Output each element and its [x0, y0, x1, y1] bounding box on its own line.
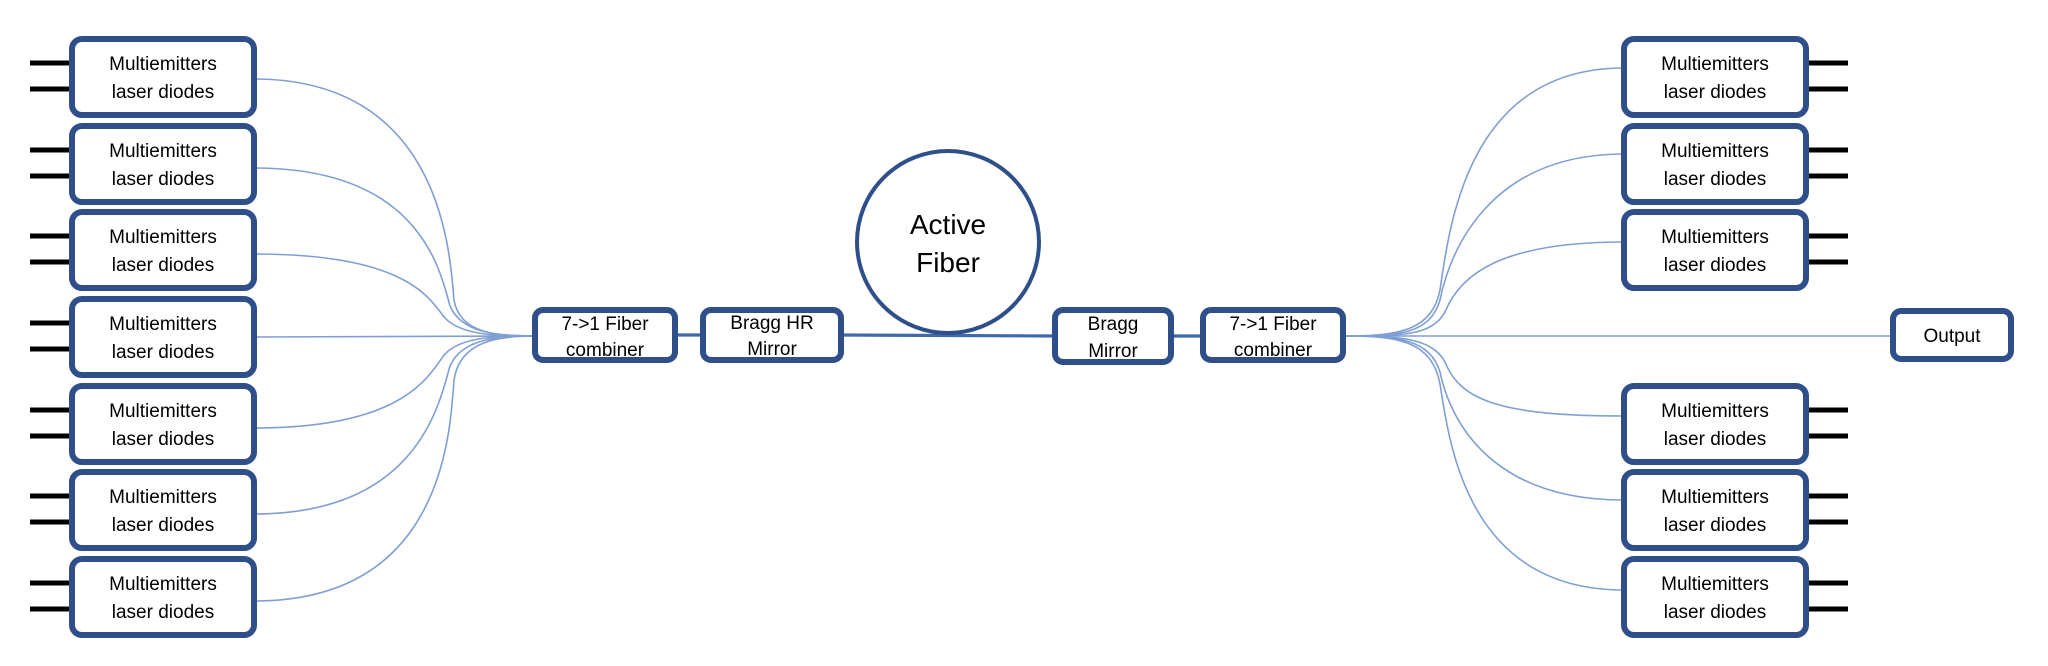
diode-label-line1: Multiemitters: [109, 401, 217, 422]
right-pump-fibers: [1345, 67, 1625, 591]
mirror-label-line2: Mirror: [747, 339, 797, 360]
left-diode-7: Multiemitters laser diodes: [30, 556, 257, 638]
diode-label-line2: laser diodes: [112, 515, 214, 536]
diode-label-line2: laser diodes: [112, 602, 214, 623]
fiber-left-2: [253, 167, 536, 337]
right-diode-1: Multiemitters laser diodes: [1621, 36, 1848, 118]
diode-label-line1: Multiemitters: [1661, 141, 1769, 162]
diode-label-line2: laser diodes: [112, 429, 214, 450]
diode-box: [1621, 36, 1809, 118]
output-port: Output: [1890, 308, 2014, 362]
right-fiber-combiner: 7->1 Fiber combiner: [1200, 307, 1346, 363]
mirror-box: [1052, 307, 1174, 365]
combiner-label-line1: 7->1 Fiber: [561, 314, 649, 335]
diode-label-line1: Multiemitters: [1661, 574, 1769, 595]
combiner-label-line1: 7->1 Fiber: [1229, 314, 1317, 335]
fiber-hr-to-bragg: [840, 333, 1056, 338]
diode-box: [69, 469, 257, 551]
diode-box: [1621, 383, 1809, 465]
active-fiber: Active Fiber: [855, 149, 1041, 335]
diode-label-line1: Multiemitters: [109, 314, 217, 335]
diode-label-line2: laser diodes: [1664, 169, 1766, 190]
right-diode-4: Multiemitters laser diodes: [1621, 383, 1848, 465]
active-fiber-circle: [855, 149, 1041, 335]
mirror-label-line1: Bragg HR: [730, 313, 813, 334]
diode-box: [69, 209, 257, 291]
combiner-box: [1200, 307, 1346, 363]
diode-label-line1: Multiemitters: [109, 487, 217, 508]
diode-label-line2: laser diodes: [1664, 429, 1766, 450]
diode-box: [1621, 209, 1809, 291]
fiber-left-3: [253, 253, 536, 337]
left-diode-5: Multiemitters laser diodes: [30, 383, 257, 465]
left-diode-2: Multiemitters laser diodes: [30, 123, 257, 205]
diode-label-line1: Multiemitters: [1661, 54, 1769, 75]
diode-box: [69, 296, 257, 378]
fiber-right-3: [1345, 241, 1625, 337]
fiber-left-4: [253, 335, 536, 338]
left-diode-1: Multiemitters laser diodes: [30, 36, 257, 118]
right-diode-5: Multiemitters laser diodes: [1621, 469, 1848, 551]
right-diode-6: Multiemitters laser diodes: [1621, 556, 1848, 638]
fiber-left-5: [253, 335, 536, 429]
diode-label-line2: laser diodes: [112, 82, 214, 103]
diode-label-line1: Multiemitters: [109, 54, 217, 75]
diode-label-line1: Multiemitters: [109, 227, 217, 248]
left-fiber-combiner: 7->1 Fiber combiner: [532, 307, 678, 363]
diode-label-line1: Multiemitters: [1661, 487, 1769, 508]
left-diode-6: Multiemitters laser diodes: [30, 469, 257, 551]
diode-label-line1: Multiemitters: [109, 141, 217, 162]
left-diode-4: Multiemitters laser diodes: [30, 296, 257, 378]
diode-label-line1: Multiemitters: [109, 574, 217, 595]
diode-label-line1: Multiemitters: [1661, 401, 1769, 422]
diode-label-line1: Multiemitters: [1661, 227, 1769, 248]
main-cavity-fiber: [675, 333, 1203, 338]
combiner-label-line2: combiner: [1234, 340, 1313, 361]
diode-label-line2: laser diodes: [112, 169, 214, 190]
bragg-mirror: Bragg Mirror: [1052, 307, 1174, 365]
active-fiber-label-line1: Active: [910, 209, 986, 240]
diode-label-line2: laser diodes: [1664, 515, 1766, 536]
fiber-right-6: [1345, 335, 1625, 591]
fiber-right-4: [1345, 335, 1625, 417]
diode-label-line2: laser diodes: [1664, 255, 1766, 276]
combiner-box: [532, 307, 678, 363]
output-box: [1890, 308, 2014, 362]
output-label: Output: [1923, 326, 1981, 347]
right-diode-3: Multiemitters laser diodes: [1621, 209, 1848, 291]
diode-box: [69, 36, 257, 118]
right-diode-2: Multiemitters laser diodes: [1621, 123, 1848, 205]
left-diode-3: Multiemitters laser diodes: [30, 209, 257, 291]
diode-label-line2: laser diodes: [1664, 602, 1766, 623]
diode-box: [1621, 469, 1809, 551]
fiber-left-6: [253, 335, 536, 515]
diode-label-line2: laser diodes: [112, 255, 214, 276]
left-pump-fibers: [253, 78, 536, 602]
fiber-left-7: [253, 335, 536, 602]
diode-box: [69, 383, 257, 465]
mirror-label-line2: Mirror: [1088, 341, 1138, 362]
diode-box: [1621, 123, 1809, 205]
fiber-right-1: [1345, 67, 1625, 337]
mirror-box: [700, 307, 844, 363]
active-fiber-label-line2: Fiber: [916, 247, 980, 278]
diode-box: [69, 123, 257, 205]
fiber-right-2: [1345, 153, 1625, 337]
diode-box: [69, 556, 257, 638]
mirror-label-line1: Bragg: [1088, 314, 1139, 335]
diode-box: [1621, 556, 1809, 638]
fiber-right-5: [1345, 335, 1625, 501]
bragg-hr-mirror: Bragg HR Mirror: [700, 307, 844, 363]
diode-label-line2: laser diodes: [1664, 82, 1766, 103]
combiner-label-line2: combiner: [566, 340, 645, 361]
diode-label-line2: laser diodes: [112, 342, 214, 363]
